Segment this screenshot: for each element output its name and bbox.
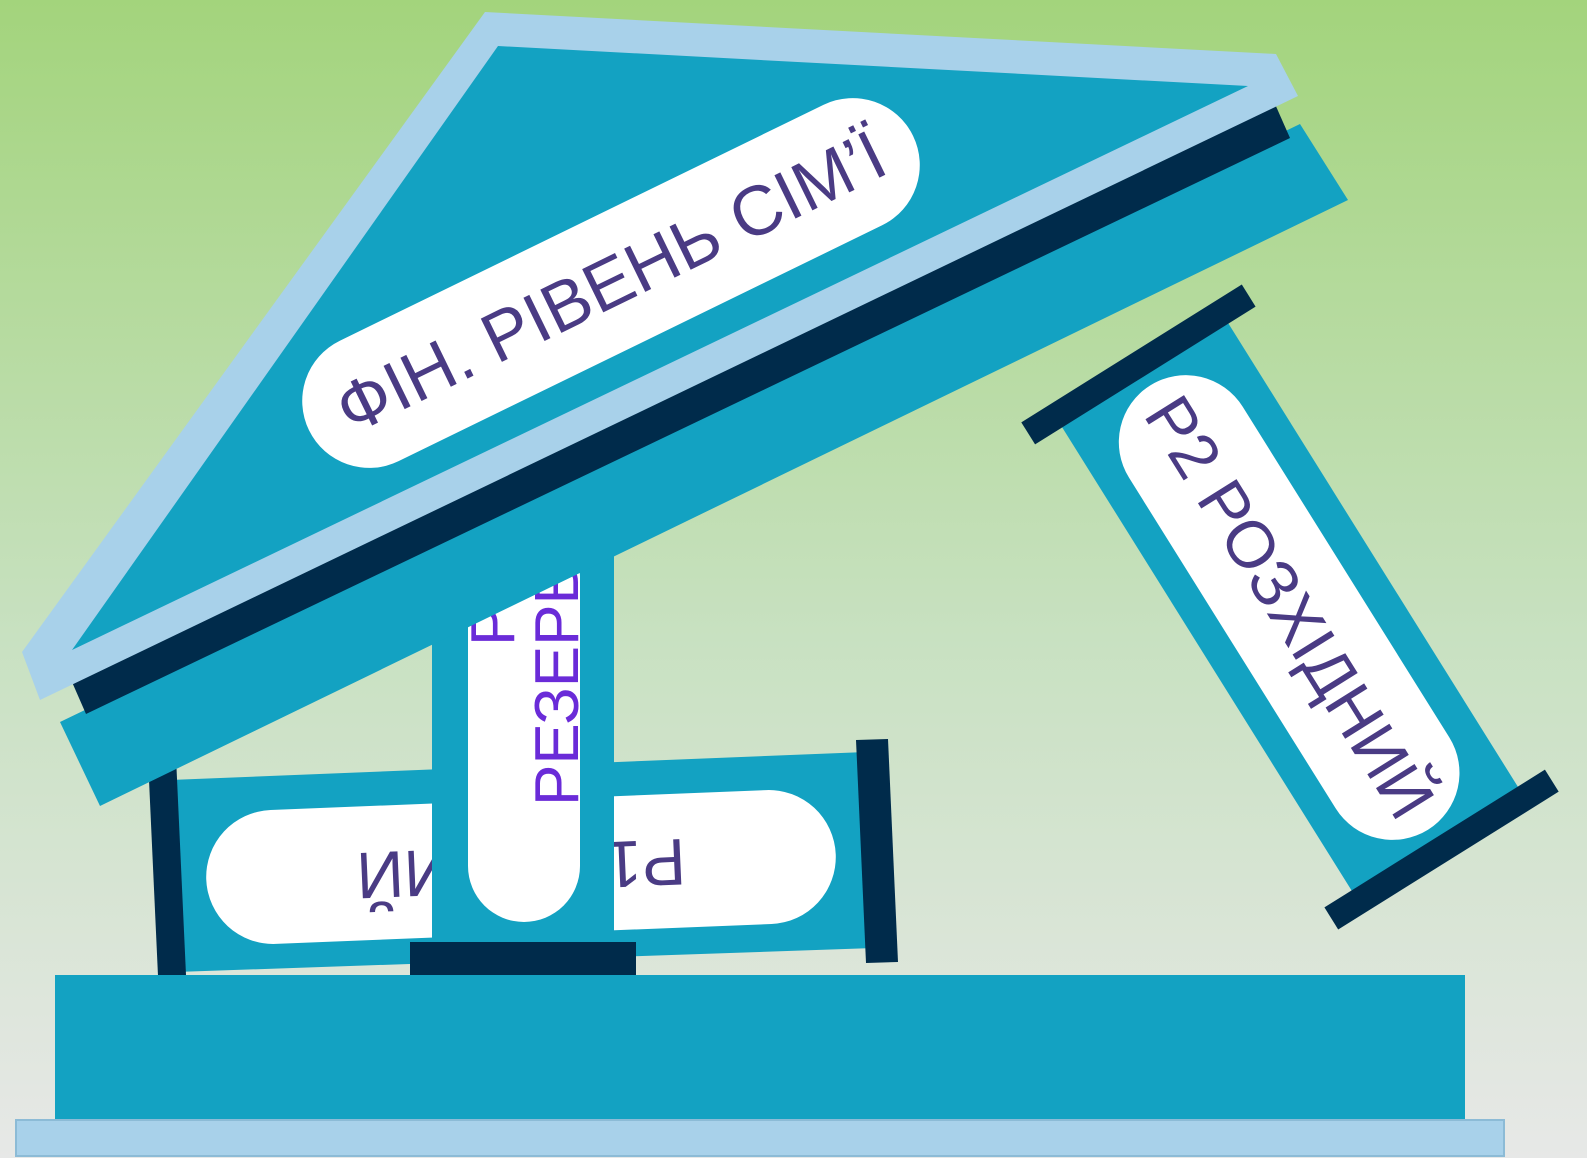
pillar-middle-label: РЕЗЕРВ (523, 563, 592, 806)
foundation (16, 975, 1504, 1156)
pillar-middle-cap (410, 942, 636, 976)
foundation-base (55, 975, 1465, 1125)
foundation-step (16, 1120, 1504, 1156)
